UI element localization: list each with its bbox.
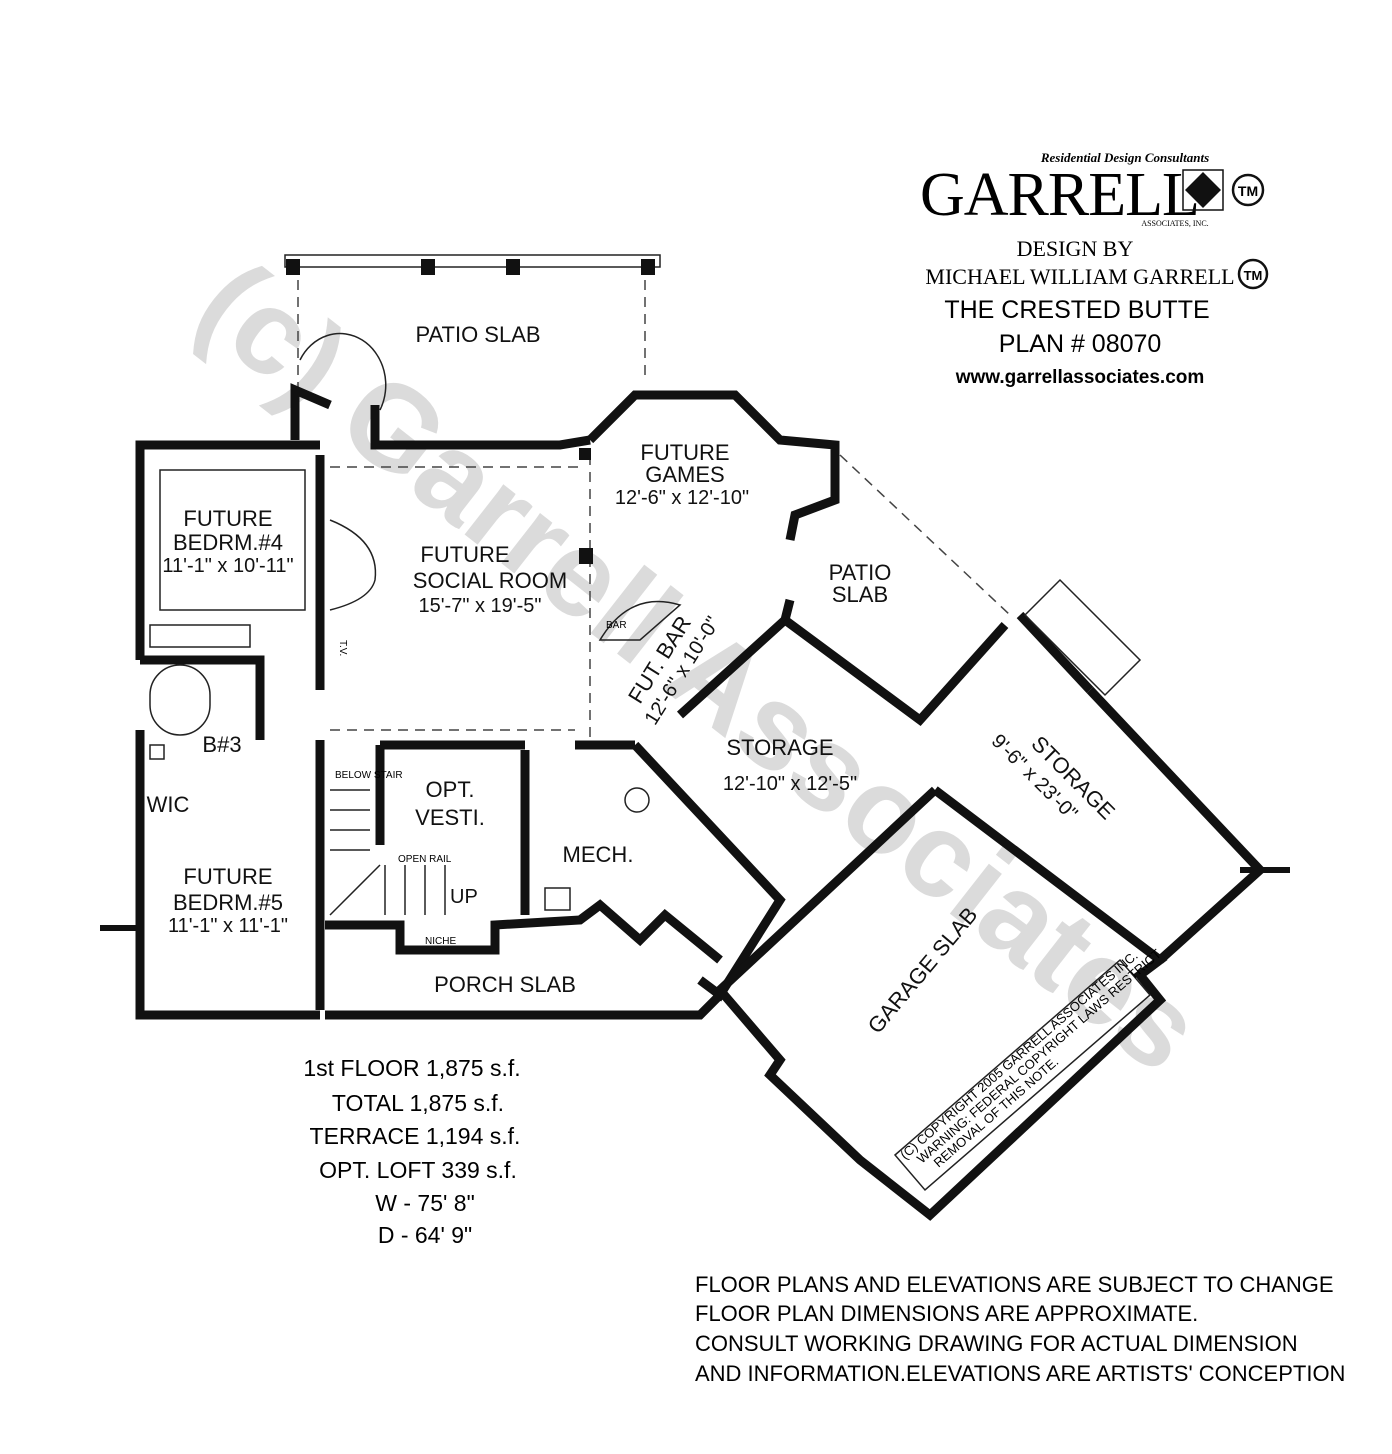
label-patio-right-2: SLAB xyxy=(832,582,888,607)
trademark-icon xyxy=(1237,258,1269,290)
logo-sub: ASSOCIATES, INC. xyxy=(1141,219,1208,228)
disclaimer-line: FLOOR PLAN DIMENSIONS ARE APPROXIMATE. xyxy=(695,1301,1198,1326)
stat-line: TOTAL 1,875 s.f. xyxy=(332,1090,504,1116)
label-patio-slab-top: PATIO SLAB xyxy=(415,322,540,347)
title-block: DESIGN BY MICHAEL WILLIAM GARRELL TM THE… xyxy=(925,236,1269,388)
patio-slab-top xyxy=(284,254,661,440)
label-bed5: FUTURE xyxy=(183,864,272,889)
disclaimer-line: CONSULT WORKING DRAWING FOR ACTUAL DIMEN… xyxy=(695,1331,1298,1356)
label-bar-tag: BAR xyxy=(606,620,627,631)
disclaimer-line: AND INFORMATION.ELEVATIONS ARE ARTISTS' … xyxy=(695,1361,1345,1386)
trademark-icon xyxy=(1231,173,1265,207)
label-bed4: FUTURE xyxy=(183,506,272,531)
designer-tm: TM xyxy=(1244,268,1263,283)
label-bed5-2: BEDRM.#5 xyxy=(173,890,283,915)
label-storage1-size: 12'-10" x 12'-5" xyxy=(723,773,857,795)
plan-name: THE CRESTED BUTTE xyxy=(944,296,1209,324)
label-social-2: SOCIAL ROOM xyxy=(413,568,567,593)
logo-brand: GARRELL xyxy=(920,161,1199,229)
logo-diamond-box xyxy=(1182,169,1224,211)
label-games-size: 12'-6" x 12'-10" xyxy=(615,487,749,509)
walls xyxy=(100,383,1290,1221)
logo-tm: TM xyxy=(1238,183,1258,199)
label-games-2: GAMES xyxy=(645,462,724,487)
designer-name: MICHAEL WILLIAM GARRELL xyxy=(925,264,1234,289)
label-vesti: OPT. xyxy=(426,777,475,802)
stat-line: OPT. LOFT 339 s.f. xyxy=(319,1157,517,1183)
label-storage1: STORAGE xyxy=(726,735,833,760)
logo-tagline: Residential Design Consultants xyxy=(1040,150,1209,165)
label-social-size: 15'-7" x 19'-5" xyxy=(418,595,541,617)
label-bed4-2: BEDRM.#4 xyxy=(173,530,283,555)
label-patio-right: PATIO xyxy=(829,560,892,585)
label-social: FUTURE xyxy=(420,542,509,567)
stat-line: 1st FLOOR 1,875 s.f. xyxy=(303,1055,520,1081)
website: www.garrellassociates.com xyxy=(955,367,1205,388)
label-open-rail: OPEN RAIL xyxy=(398,854,452,865)
label-bed4-size: 11'-1" x 10'-11" xyxy=(162,555,293,577)
label-porch: PORCH SLAB xyxy=(434,972,576,997)
room-labels: PATIO SLAB FUTURE GAMES 12'-6" x 12'-10"… xyxy=(147,322,1164,1170)
logo: Residential Design Consultants GARRELL T… xyxy=(920,150,1265,229)
disclaimer-line: FLOOR PLANS AND ELEVATIONS ARE SUBJECT T… xyxy=(695,1272,1334,1297)
label-up: UP xyxy=(450,886,478,908)
diamond-icon xyxy=(1185,172,1221,208)
label-vesti-2: VESTI. xyxy=(415,805,485,830)
plan-number: PLAN # 08070 xyxy=(999,330,1162,358)
disclaimer: FLOOR PLANS AND ELEVATIONS ARE SUBJECT T… xyxy=(695,1272,1345,1386)
stat-line: D - 64' 9" xyxy=(378,1222,472,1248)
area-stats: 1st FLOOR 1,875 s.f. TOTAL 1,875 s.f. TE… xyxy=(303,1055,520,1248)
design-by: DESIGN BY xyxy=(1017,236,1134,261)
stat-line: TERRACE 1,194 s.f. xyxy=(310,1123,521,1149)
label-wic: WIC xyxy=(147,792,190,817)
label-bed5-size: 11'-1" x 11'-1" xyxy=(168,915,288,937)
label-games: FUTURE xyxy=(640,440,729,465)
interior-details xyxy=(149,448,1152,1192)
label-tv: T.V. xyxy=(337,640,348,656)
label-bath3: B#3 xyxy=(202,732,241,757)
label-niche: NICHE xyxy=(425,936,456,947)
stat-line: W - 75' 8" xyxy=(375,1190,474,1216)
label-below-stair: BELOW STAIR xyxy=(335,770,403,781)
label-mech: MECH. xyxy=(563,842,634,867)
